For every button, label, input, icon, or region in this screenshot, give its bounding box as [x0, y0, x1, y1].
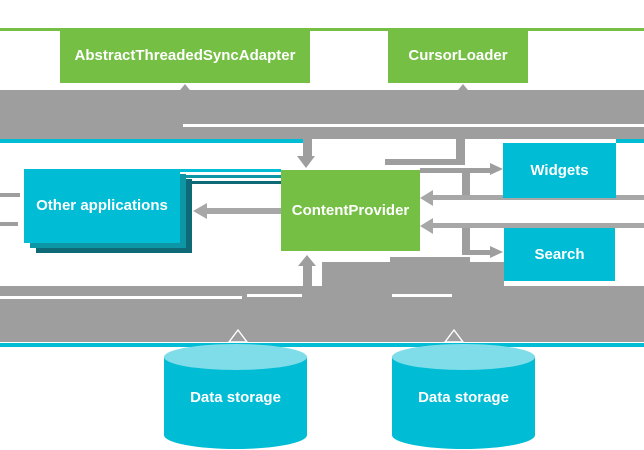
connector-provider-to-search: [462, 249, 490, 255]
arrow-search-to-provider-shaft: [431, 222, 644, 228]
connector-widgets-vertical: [462, 168, 470, 198]
node-cursorloader: CursorLoader: [388, 29, 528, 83]
node-data-storage-left-label: Data storage: [190, 388, 281, 406]
node-widgets-label: Widgets: [530, 161, 589, 179]
gray-stub-left-edge-2: [0, 222, 18, 226]
connector-storage-to-provider-shaft: [303, 265, 312, 287]
connector-down-to-provider-shaft: [303, 127, 312, 158]
cyan-smear-line-left: [0, 139, 304, 143]
node-widgets: Widgets: [503, 143, 616, 198]
connector-search-vertical: [462, 228, 470, 254]
arrow-into-otherapps-icon: [193, 202, 207, 219]
arrow-up-to-syncadapter-icon: [176, 84, 194, 95]
gray-band-upper: [0, 90, 644, 139]
connector-provider-to-widgets: [420, 167, 492, 173]
gray-band-lower-seam-2: [247, 294, 302, 297]
node-data-storage-right-top: [392, 344, 535, 370]
gray-band-lower-seam-1: [0, 296, 242, 299]
connector-cursorloader-vertical: [456, 139, 465, 164]
node-contentprovider: ContentProvider: [281, 170, 420, 251]
arrow-up-into-provider-icon: [298, 255, 316, 266]
node-abstractthreadedsyncadapter-label: AbstractThreadedSyncAdapter: [74, 47, 296, 65]
node-data-storage-left-top: [164, 344, 307, 370]
node-data-storage-right: Data storage: [392, 357, 535, 449]
gray-line-below-provider: [390, 256, 470, 263]
arrow-into-widgets-icon: [490, 163, 503, 175]
connector-cursorloader-horizontal: [385, 159, 465, 165]
node-other-applications-label: Other applications: [36, 197, 168, 215]
cyan-smear-line-cylinders: [0, 343, 644, 347]
arrow-into-search-icon: [490, 246, 503, 258]
arrow-into-provider-from-widgets-icon: [420, 189, 433, 206]
cyan-smear-line-right: [616, 139, 644, 143]
arrow-into-provider-from-search-icon: [420, 217, 433, 234]
stack-smear-line-3: [192, 180, 281, 184]
stack-smear-line-1: [180, 168, 281, 172]
gray-block-below-provider: [322, 262, 504, 287]
node-abstractthreadedsyncadapter: AbstractThreadedSyncAdapter: [60, 29, 310, 83]
node-other-applications: Other applications: [24, 169, 180, 243]
green-smear-line-top: [0, 28, 644, 31]
arrow-otherapps-provider-shaft: [206, 208, 281, 214]
gray-band-upper-seam: [183, 123, 644, 127]
node-cursorloader-label: CursorLoader: [408, 47, 508, 65]
arrow-up-from-storage-left-icon: [228, 329, 248, 343]
arrow-up-from-storage-right-icon: [444, 329, 464, 343]
node-contentprovider-label: ContentProvider: [291, 201, 410, 219]
arrow-up-to-cursorloader-icon: [454, 84, 472, 95]
node-search-label: Search: [534, 245, 585, 263]
node-data-storage-right-label: Data storage: [418, 388, 509, 406]
node-data-storage-left: Data storage: [164, 357, 307, 449]
gray-stub-left-edge-1: [0, 193, 20, 197]
stack-smear-line-2: [186, 174, 281, 178]
node-search: Search: [504, 228, 615, 281]
arrow-down-to-provider-icon: [297, 156, 315, 168]
gray-band-lower: [0, 286, 644, 342]
gray-band-lower-seam-3: [392, 293, 452, 297]
